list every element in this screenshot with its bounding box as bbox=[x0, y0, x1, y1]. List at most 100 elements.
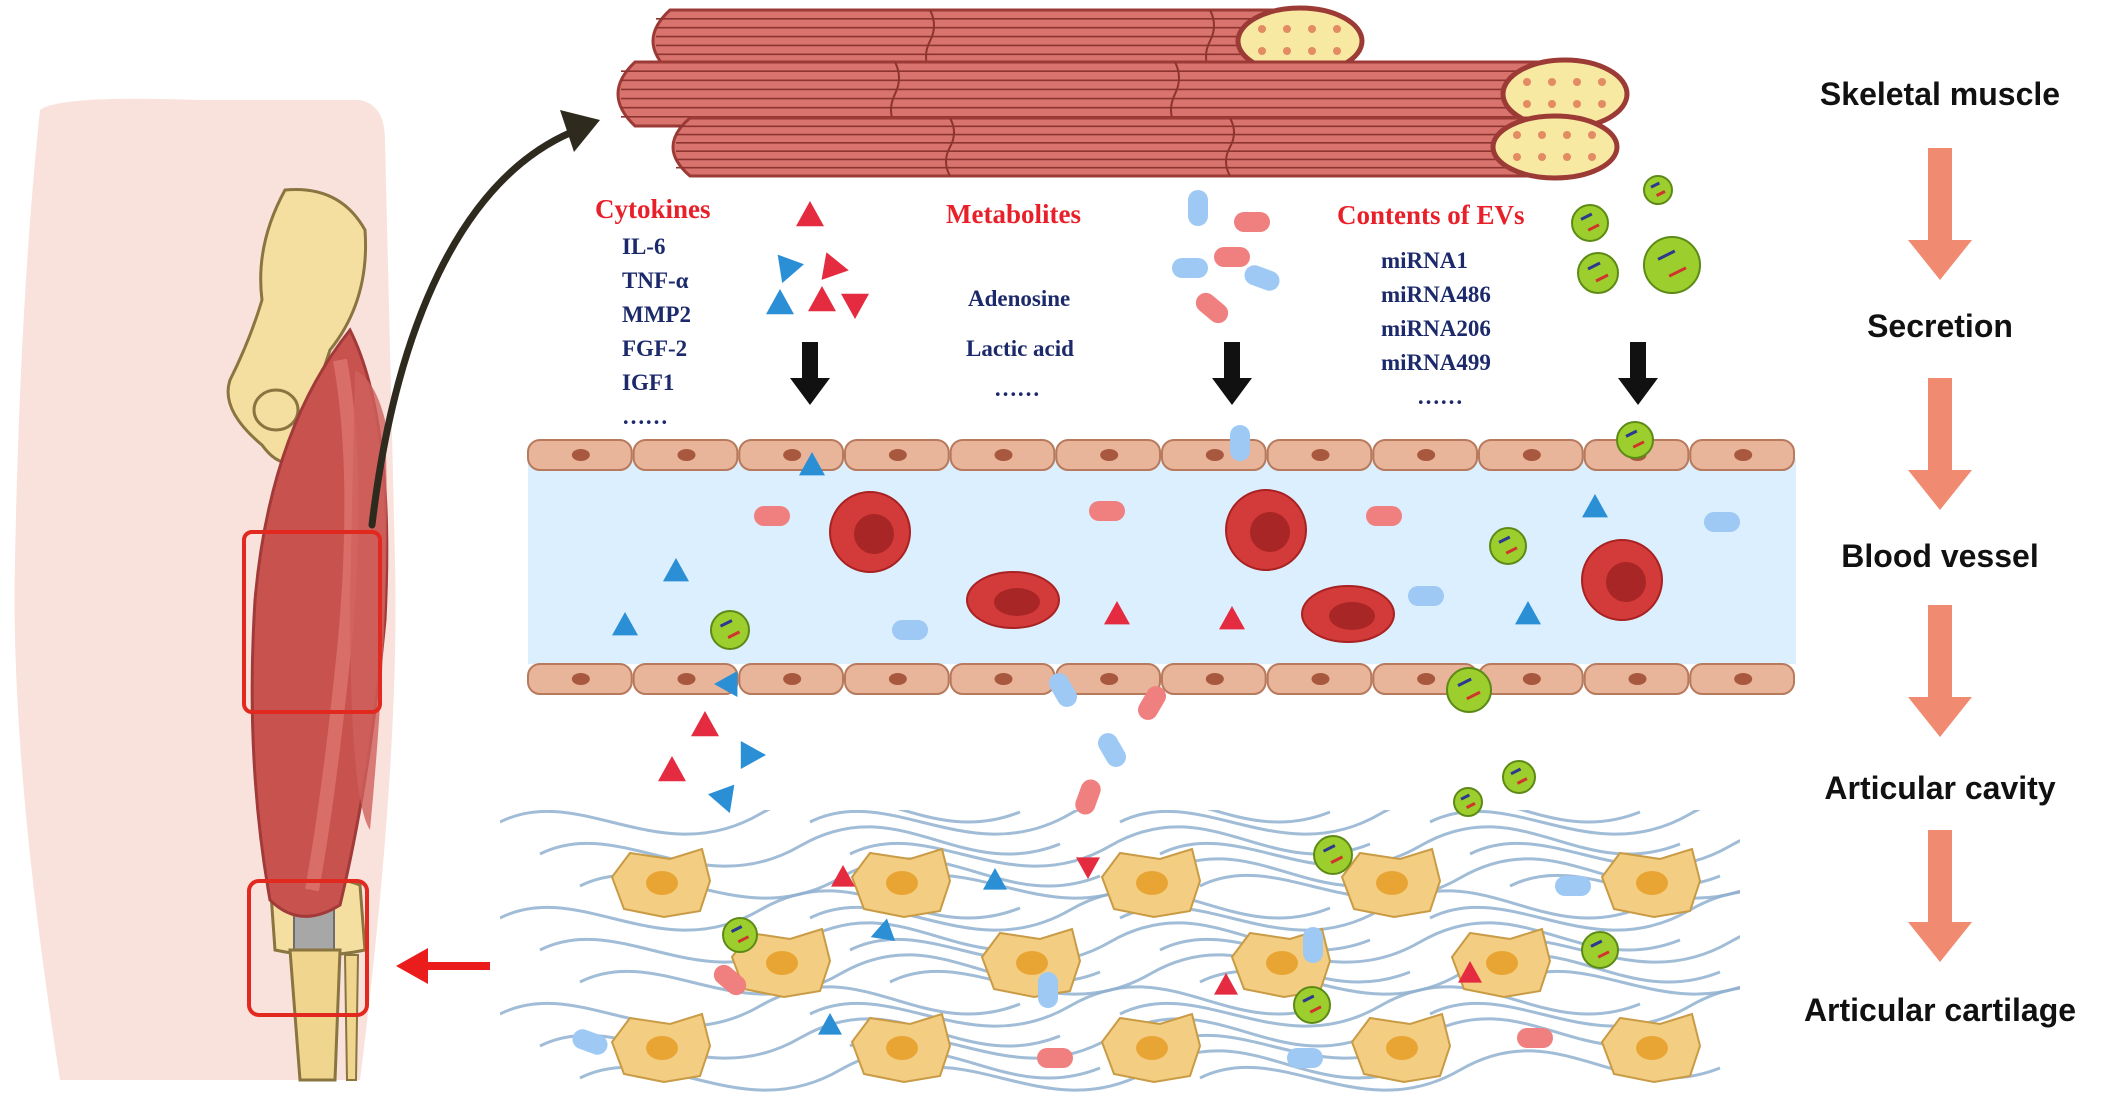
endothelial-nucleus bbox=[1205, 673, 1224, 685]
cytokine-triangle bbox=[870, 918, 896, 941]
ev-mirna bbox=[1587, 261, 1601, 271]
cytokine-triangle bbox=[841, 293, 869, 319]
metabolite-capsule bbox=[892, 620, 928, 640]
endothelial-cell bbox=[1372, 439, 1479, 471]
metabolite-capsule bbox=[1089, 501, 1125, 521]
metabolites-title: Metabolites bbox=[946, 199, 1081, 229]
ev-membrane bbox=[1453, 787, 1483, 817]
endothelial-cell bbox=[1266, 663, 1373, 695]
collagen-fiber bbox=[1469, 839, 1740, 868]
endothelial-nucleus bbox=[1100, 673, 1119, 685]
endothelial-cell bbox=[1055, 439, 1162, 471]
endothelial-cell bbox=[1478, 439, 1584, 471]
secreted-molecules bbox=[572, 175, 1740, 1068]
rbc-center bbox=[994, 588, 1040, 616]
endothelial-nucleus bbox=[1522, 673, 1541, 685]
chondrocyte-nucleus bbox=[1136, 1036, 1168, 1060]
chondrocyte bbox=[850, 847, 952, 919]
red-blood-cell bbox=[1301, 585, 1395, 643]
ev-mirna bbox=[1655, 190, 1666, 197]
fiber-nucleus-dot bbox=[1588, 131, 1596, 139]
metabolite-capsule bbox=[1188, 190, 1208, 226]
ev-mirna bbox=[1330, 855, 1344, 864]
red-blood-cell bbox=[829, 491, 911, 573]
chondrocyte-nucleus bbox=[766, 951, 798, 975]
curved-pointer-arrowhead bbox=[560, 110, 600, 152]
cytokine-item: MMP2 bbox=[622, 302, 691, 327]
endothelial-nucleus bbox=[888, 449, 907, 461]
ev-membrane bbox=[1489, 527, 1527, 565]
metabolite-capsule bbox=[1408, 586, 1444, 606]
fiber-nucleus-dot bbox=[1333, 47, 1341, 55]
collagen-fiber bbox=[809, 810, 1331, 836]
endothelial-cell bbox=[527, 439, 633, 471]
endothelial-nucleus bbox=[571, 449, 590, 461]
fiber-nucleus-dot bbox=[1573, 78, 1581, 86]
muscle-fiber bbox=[671, 113, 1620, 181]
ev-mirna bbox=[727, 630, 741, 639]
fiber-nucleus-dot bbox=[1513, 153, 1521, 161]
endothelial-nucleus bbox=[1311, 449, 1330, 461]
endothelial-nucleus bbox=[1522, 449, 1541, 461]
extracellular-vesicle bbox=[1643, 236, 1701, 294]
endothelial-nucleus bbox=[1311, 673, 1330, 685]
fiber-nucleus-dot bbox=[1563, 131, 1571, 139]
cytokine-item: …… bbox=[622, 404, 668, 429]
ev-mirna bbox=[1505, 546, 1518, 555]
metabolite-capsule bbox=[1037, 1048, 1073, 1068]
chondrocyte bbox=[850, 1012, 952, 1084]
extracellular-vesicle bbox=[1502, 760, 1536, 794]
endothelial-cell bbox=[949, 663, 1056, 695]
endothelial-nucleus bbox=[1417, 673, 1436, 685]
chondrocyte-nucleus bbox=[646, 871, 678, 895]
extracellular-vesicle bbox=[722, 917, 758, 953]
stage-label-secretion: Secretion bbox=[1867, 308, 2013, 344]
metabolite-capsule bbox=[1230, 425, 1250, 461]
collagen-fiber bbox=[1509, 969, 1740, 996]
chondrocyte-nucleus bbox=[1636, 1036, 1668, 1060]
metabolite-capsule bbox=[1704, 512, 1740, 532]
ev-mirna bbox=[1632, 440, 1645, 449]
ev-membrane bbox=[1643, 236, 1701, 294]
collagen-fiber bbox=[849, 825, 1371, 868]
metabolite-capsule bbox=[1555, 876, 1591, 896]
down-arrow bbox=[790, 342, 830, 405]
cytokine-triangle bbox=[766, 289, 794, 315]
ev-membrane bbox=[1616, 421, 1654, 459]
stage-flow-arrows bbox=[1908, 148, 1972, 962]
endothelial-nucleus bbox=[1205, 449, 1224, 461]
collagen-fiber bbox=[1119, 985, 1641, 1028]
metabolite-capsule bbox=[1049, 673, 1077, 707]
extracellular-vesicle bbox=[1313, 835, 1353, 875]
endothelial-cell bbox=[632, 663, 739, 695]
cytokine-triangle bbox=[1515, 601, 1541, 625]
ev-mirna bbox=[737, 935, 750, 944]
collagen-fiber bbox=[1469, 935, 1740, 964]
cytokine-triangle bbox=[691, 711, 719, 737]
fiber-segment-line bbox=[945, 117, 955, 177]
quadriceps-muscle-shade bbox=[305, 358, 359, 892]
stage-label-articular-cavity: Articular cavity bbox=[1824, 770, 2056, 806]
endothelial-nucleus bbox=[994, 449, 1013, 461]
metabolite-capsule bbox=[1244, 265, 1280, 291]
collagen-fiber bbox=[539, 825, 1061, 868]
extracellular-vesicle bbox=[1293, 986, 1331, 1024]
fiber-nucleus-dot bbox=[1588, 153, 1596, 161]
ev-mirna bbox=[1587, 223, 1600, 232]
ev-mirna bbox=[1309, 1005, 1322, 1014]
metabolite-item: …… bbox=[994, 376, 1040, 401]
collagen-fiber bbox=[1159, 825, 1681, 868]
metabolite-capsule bbox=[1366, 506, 1402, 526]
evs-list: miRNA1 miRNA486 miRNA206 miRNA499 …… bbox=[1381, 244, 1491, 414]
endothelial-nucleus bbox=[1417, 449, 1436, 461]
metabolite-item: Adenosine bbox=[968, 286, 1071, 311]
ev-membrane bbox=[1446, 667, 1492, 713]
cytokine-triangle bbox=[714, 671, 738, 697]
endothelial-cell bbox=[1689, 439, 1796, 471]
endothelial-cell bbox=[1161, 439, 1267, 471]
ev-membrane bbox=[1577, 252, 1619, 294]
chondrocyte-nucleus bbox=[1266, 951, 1298, 975]
fiber-nucleus-dot bbox=[1283, 47, 1291, 55]
collagen-fiber bbox=[1429, 986, 1740, 1028]
fiber-cross-section bbox=[1490, 113, 1620, 181]
